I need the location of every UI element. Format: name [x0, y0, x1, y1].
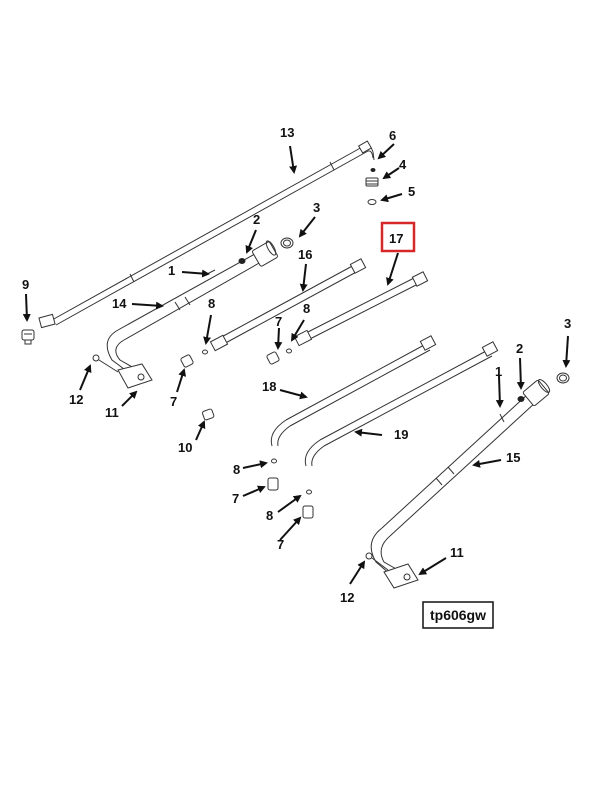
callout-2-upper[interactable]: 2 — [253, 212, 260, 227]
leader-arrows — [22, 143, 571, 585]
callout-8-b[interactable]: 8 — [303, 301, 310, 316]
parts-6-4-5 — [365, 168, 379, 205]
fitting-10 — [201, 408, 215, 421]
callout-14[interactable]: 14 — [112, 296, 127, 311]
tube-19 — [302, 341, 499, 519]
callout-2-lower[interactable]: 2 — [516, 341, 523, 356]
tube-16 — [180, 258, 367, 368]
callout-8-d[interactable]: 8 — [266, 508, 273, 523]
hose-14 — [92, 240, 278, 389]
callout-17[interactable]: 17 — [389, 231, 403, 246]
callout-15[interactable]: 15 — [506, 450, 520, 465]
callout-3-lower[interactable]: 3 — [564, 316, 571, 331]
hose-15 — [365, 379, 551, 589]
callout-3-upper[interactable]: 3 — [313, 200, 320, 215]
callout-5[interactable]: 5 — [408, 184, 415, 199]
tube-17 — [266, 271, 429, 365]
callout-6[interactable]: 6 — [389, 128, 396, 143]
callout-7-a[interactable]: 7 — [275, 314, 282, 329]
callout-1-lower[interactable]: 1 — [495, 364, 502, 379]
callout-9[interactable]: 9 — [22, 277, 29, 292]
callout-7-b[interactable]: 7 — [170, 394, 177, 409]
callout-8-a[interactable]: 8 — [208, 296, 215, 311]
callout-8-c[interactable]: 8 — [233, 462, 240, 477]
callout-11-upper[interactable]: 11 — [105, 405, 119, 420]
reference-tag: tp606gw — [422, 601, 494, 629]
callout-1-upper[interactable]: 1 — [168, 263, 175, 278]
parts-1-2-3-upper — [204, 237, 294, 276]
fitting-9 — [21, 329, 35, 345]
reference-tag-label: tp606gw — [430, 607, 486, 623]
selection-highlight-box — [380, 221, 416, 253]
callout-18[interactable]: 18 — [262, 379, 276, 394]
callout-7-d[interactable]: 7 — [277, 537, 284, 552]
callout-10[interactable]: 10 — [178, 440, 192, 455]
callout-11-lower[interactable]: 11 — [450, 545, 464, 560]
callout-19[interactable]: 19 — [394, 427, 408, 442]
parts-1-2-3-lower — [499, 372, 570, 423]
tube-13 — [38, 140, 375, 329]
callout-13[interactable]: 13 — [280, 125, 294, 140]
callout-17-selected[interactable]: 17 — [380, 221, 416, 253]
tube-18 — [267, 335, 437, 491]
callout-16[interactable]: 16 — [298, 247, 312, 262]
callout-7-c[interactable]: 7 — [232, 491, 239, 506]
callout-12-upper[interactable]: 12 — [69, 392, 83, 407]
callout-12-lower[interactable]: 12 — [340, 590, 354, 605]
callout-4[interactable]: 4 — [399, 157, 407, 172]
